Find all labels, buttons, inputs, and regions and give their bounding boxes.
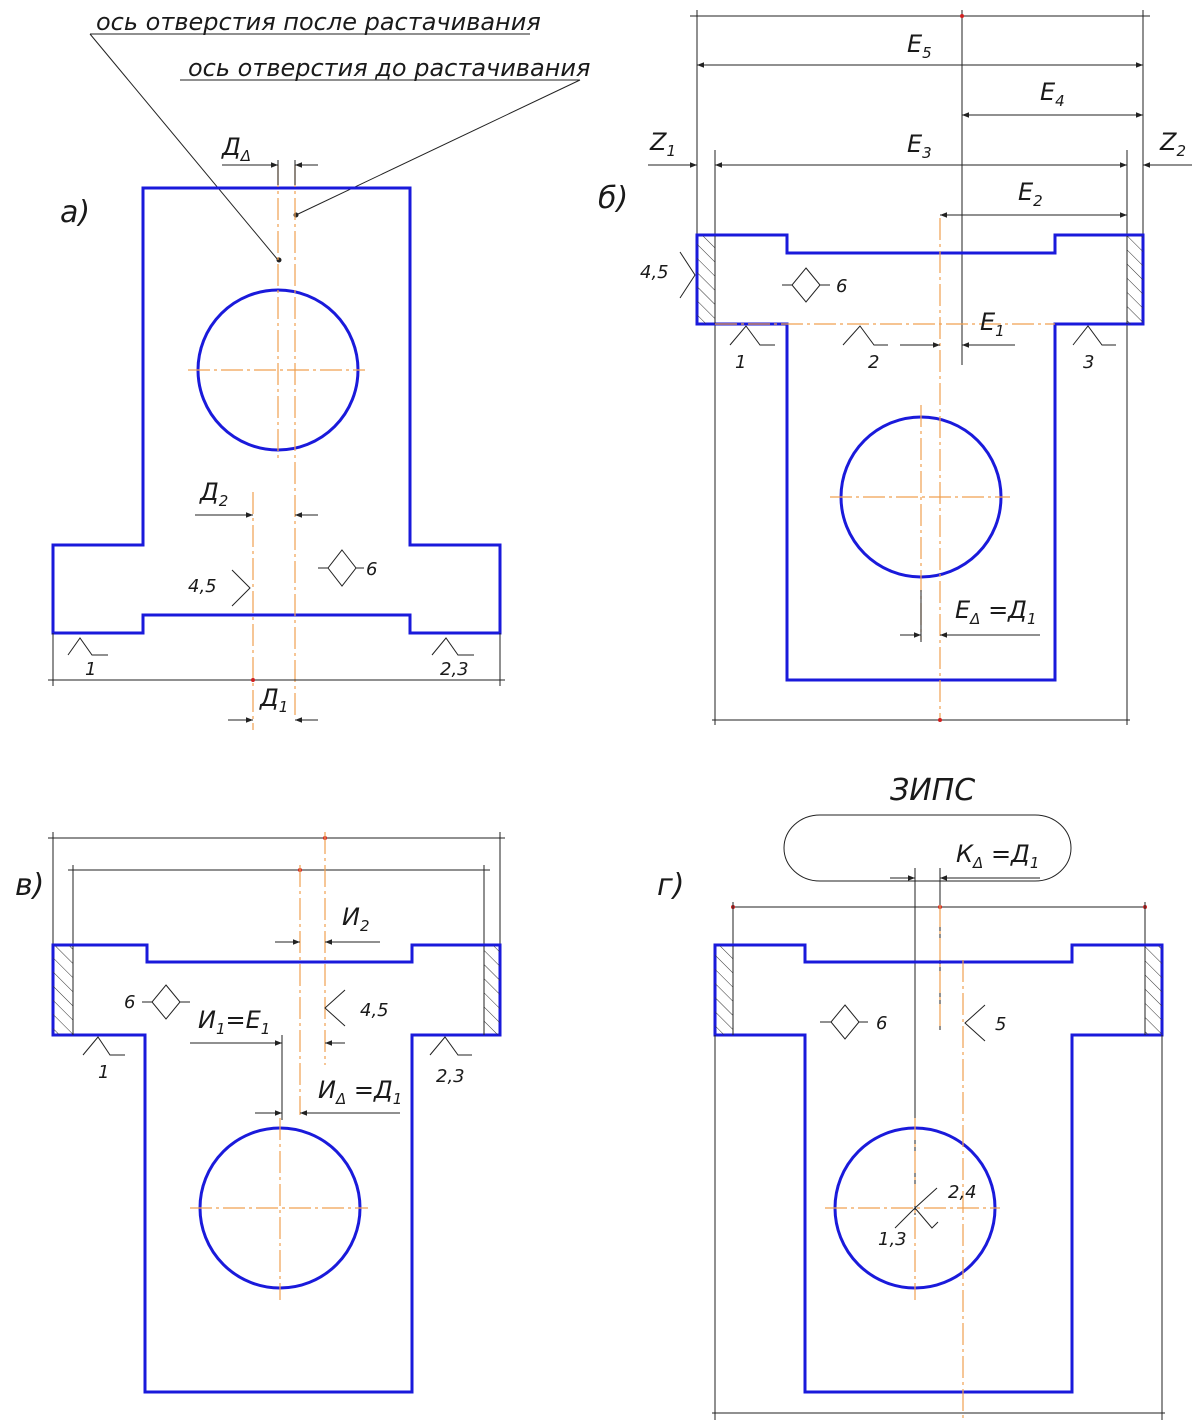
base-symbol-23-v [429,1036,472,1056]
guide-label-6-g: 6 [876,1013,887,1034]
note-axis-after-boring: ось отверстия после растачивания [96,8,541,36]
b-hatch-left [697,236,715,324]
guide-symbol-6-g [830,1004,860,1040]
dim-id: ИΔ =Д1 [318,1076,402,1108]
base-label-45-v: 4,5 [360,1000,389,1021]
v-hatch-right [484,946,500,1035]
part-a-contour [51,186,502,635]
base-label-23-v: 2,3 [436,1066,465,1087]
guide-symbol-6-v [151,984,181,1020]
dim-d1: Д1 [259,684,288,716]
a-center-mark [251,678,255,682]
base-symbol-1-a [67,637,108,656]
dim-d2: Д2 [199,478,228,510]
v-hatch-left [53,946,73,1035]
guide-label-6-v: 6 [124,992,135,1013]
base-label-3-b: 3 [1083,352,1094,373]
base-symbol-3-b [1072,325,1116,346]
note-after-dot [276,257,282,263]
centering-leader [894,1207,916,1229]
base-label-5-g: 5 [995,1014,1006,1035]
b-bottom-center-mark [938,718,942,722]
base-symbol-2-b [842,325,888,346]
dim-z1: Z1 [649,128,676,160]
note-axis-before-boring: ось отверстия до растачивания [188,54,590,82]
note-before-leader [295,79,581,216]
dim-e3: E3 [907,130,932,162]
base-label-1-b: 1 [735,352,746,373]
base-label-1-a: 1 [85,659,96,680]
base-symbol-1-b [729,325,775,346]
g-hatch-left [715,946,733,1035]
dim-i2: И2 [342,903,370,935]
panel-a-tag: а) [60,195,90,230]
base-label-45-b: 4,5 [640,262,669,283]
guide-label-6-b: 6 [836,276,847,297]
dim-e5: E5 [907,30,932,62]
base-symbol-45-a [231,569,251,607]
base-label-2-b: 2 [868,352,879,373]
base-label-45-a: 4,5 [188,576,217,597]
dim-z2: Z2 [1159,128,1186,160]
part-v-contour [51,943,502,1394]
dim-kd: КΔ =Д1 [956,840,1039,872]
panel-g-tag: г) [657,868,684,903]
base-label-13-g: 1,3 [878,1229,907,1250]
dim-i1: И1=E1 [198,1006,270,1038]
part-g-contour [713,943,1164,1394]
guide-symbol-6-b [791,267,821,303]
base-label-24-g: 2,4 [948,1182,977,1203]
dim-ed: EΔ =Д1 [955,596,1036,628]
panel-v: в) И2 6 4,5 [15,832,505,1394]
note-after-leader [89,33,279,261]
panel-v-tag: в) [15,868,44,903]
panel-b: б) E5 E4 E3 Z1 Z2 E2 [598,10,1192,725]
base-symbol-45-v [324,989,346,1027]
dim-delta-d: ДΔ [221,133,251,165]
dim-e2: E2 [1018,178,1043,210]
g-hatch-right [1145,946,1162,1035]
dim-e4: E4 [1040,78,1065,110]
panel-g: г) ЗИПС КΔ =Д1 6 [657,773,1165,1420]
base-symbol-23-a [431,637,474,656]
part-b-contour [695,233,1145,682]
zips-title: ЗИПС [890,773,975,808]
zips-slot [783,814,1072,882]
panel-a: а) ось отверстия после растачивания ось … [48,8,590,730]
note-before-dot [293,212,299,218]
centering-symbol [914,1187,939,1229]
base-symbol-5-g [964,1004,986,1042]
guide-label-6-a: 6 [366,559,377,580]
panel-b-tag: б) [598,181,628,216]
b-top-center-mark [960,14,964,18]
base-symbol-1-v [82,1036,125,1056]
guide-symbol-6-a [327,549,357,587]
dim-e1: E1 [980,308,1005,340]
base-label-1-v: 1 [98,1062,109,1083]
base-label-23-a: 2,3 [440,659,469,680]
b-hatch-right [1127,236,1143,324]
base-symbol-45-b [679,251,696,299]
